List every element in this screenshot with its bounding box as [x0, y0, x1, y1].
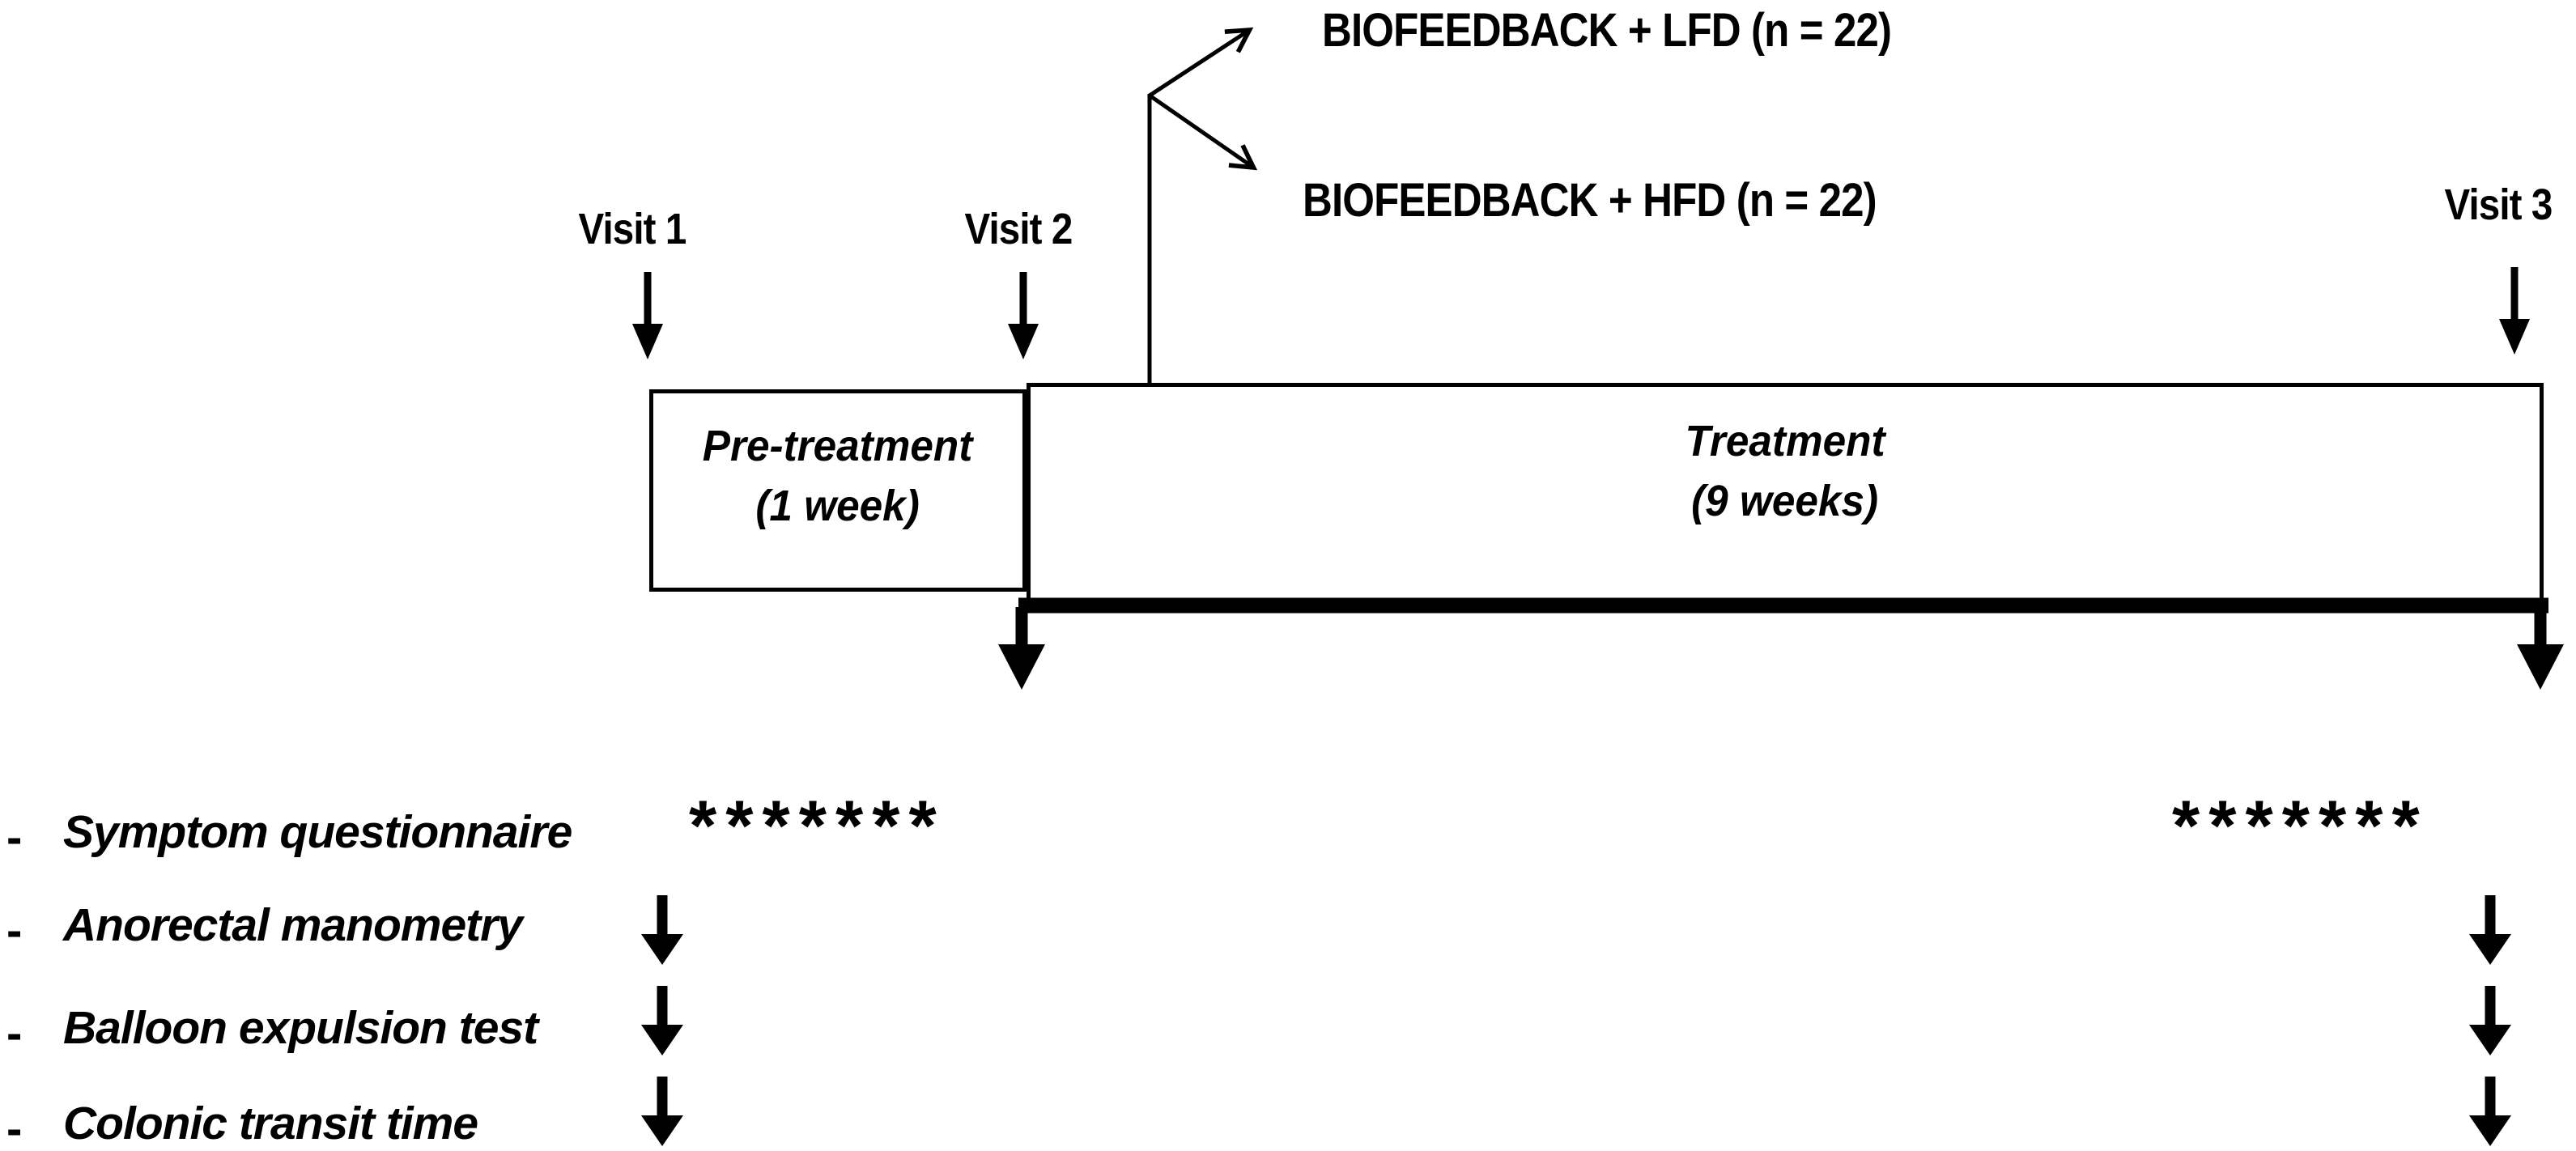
visit-2-label: Visit 2 [964, 205, 1073, 253]
anorectal-manometry-baseline-arrow-icon [641, 895, 683, 965]
dash-bullet: - [6, 1007, 23, 1060]
pre-treatment-phase-name: Pre-treatment [703, 422, 973, 470]
assessment-label: Colonic transit time [63, 1098, 478, 1149]
assessment-row-symptom-questionnaire: - Symptom questionnaire [6, 800, 572, 864]
symptom-questionnaire-markers-pretreatment: ******* [689, 785, 946, 865]
assessment-row-colonic-transit-time: - Colonic transit time [6, 1091, 478, 1151]
treatment-phase-name: Treatment [1685, 417, 1885, 465]
dash-bullet: - [6, 811, 23, 864]
colonic-transit-end-arrow-icon [2469, 1077, 2511, 1146]
assessment-row-anorectal-manometry: - Anorectal manometry [6, 893, 523, 958]
pre-treatment-phase-box: Pre-treatment (1 week) [649, 389, 1027, 592]
visit-1-arrow-icon [632, 272, 663, 359]
timeline-end-arrow-icon [2517, 607, 2564, 690]
visit-3-label: Visit 3 [2444, 181, 2553, 229]
visit-1-label: Visit 1 [578, 205, 687, 253]
dash-bullet: - [6, 904, 23, 957]
balloon-expulsion-baseline-arrow-icon [641, 986, 683, 1055]
arm-label-biofeedback-hfd: BIOFEEDBACK + HFD (n = 22) [1303, 174, 1877, 227]
assessment-label: Anorectal manometry [63, 899, 523, 951]
visit-3-arrow-icon [2499, 267, 2530, 355]
pre-treatment-phase-duration: (1 week) [755, 482, 920, 530]
colonic-transit-baseline-arrow-icon [641, 1077, 683, 1146]
arm-label-biofeedback-lfd: BIOFEEDBACK + LFD (n = 22) [1322, 4, 1892, 57]
arm-hfd-arrow-icon [1148, 93, 1258, 171]
assessment-label: Symptom questionnaire [63, 806, 572, 858]
assessment-label: Balloon expulsion test [63, 1002, 538, 1054]
anorectal-manometry-end-arrow-icon [2469, 895, 2511, 965]
timeline-start-arrow-icon [998, 607, 1045, 690]
arm-lfd-arrow-icon [1148, 27, 1254, 98]
treatment-phase-duration: (9 weeks) [1691, 477, 1879, 525]
visit-2-arrow-icon [1008, 272, 1039, 359]
treatment-phase-box: Treatment (9 weeks) [1027, 383, 2544, 605]
symptom-questionnaire-markers-end: ******* [2172, 785, 2429, 865]
assessment-row-balloon-expulsion-test: - Balloon expulsion test [6, 996, 538, 1060]
balloon-expulsion-end-arrow-icon [2469, 986, 2511, 1055]
dash-bullet: - [6, 1102, 23, 1151]
randomization-branch-connector [1147, 27, 1258, 384]
